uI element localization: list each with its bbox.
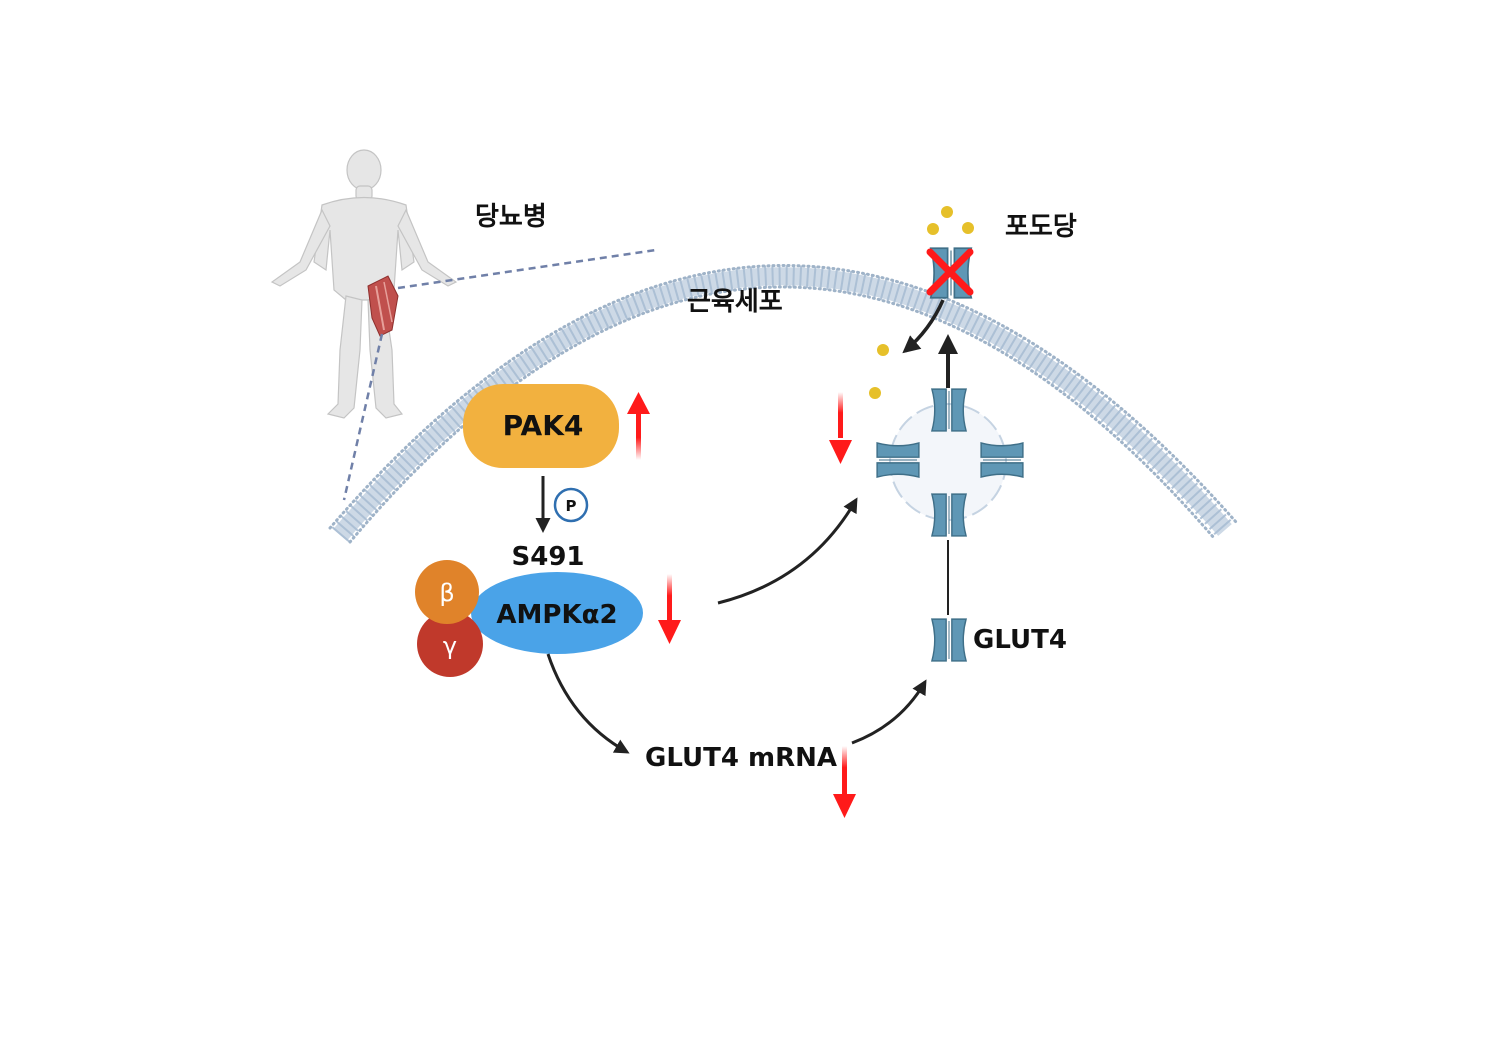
phosphate-badge: P <box>553 487 589 523</box>
muscle-cell-label: 근육세포 <box>687 287 783 317</box>
blocked-x-icon <box>926 248 974 296</box>
beta-label: β <box>439 579 454 607</box>
mrna-to-glut4-arrow <box>851 679 927 745</box>
gamma-label: γ <box>443 632 457 660</box>
ampk-label: AMPKα2 <box>496 600 617 630</box>
s491-site-label: S491 <box>512 542 585 572</box>
glucose-molecule-icon <box>869 206 974 399</box>
diabetes-label: 당뇨병 <box>475 202 547 232</box>
glucose-label: 포도당 <box>1005 212 1077 242</box>
gamma-subunit <box>417 611 483 677</box>
ampk-to-mrna-arrow <box>546 653 630 754</box>
svg-text:P: P <box>566 497 577 515</box>
glut4-label: GLUT4 <box>973 625 1067 655</box>
cell-membrane <box>328 264 1238 544</box>
ampk-down-arrow <box>658 574 681 644</box>
leg-muscle-icon <box>367 275 399 337</box>
mrna-down-arrow <box>833 746 856 818</box>
glut4-vesicle-down-arrow <box>829 392 852 464</box>
glucose-entry-arrow <box>902 299 945 354</box>
zoom-lines <box>342 248 657 501</box>
glut4-mrna-label: GLUT4 mRNA <box>645 743 837 773</box>
ampk-alpha2-node <box>471 572 643 654</box>
pak4-up-arrow <box>627 392 650 460</box>
ampk-to-vesicle-arrow <box>717 497 858 605</box>
beta-subunit <box>415 560 479 624</box>
pak4-node <box>463 384 619 468</box>
pak4-label: PAK4 <box>503 409 584 442</box>
glut4-vesicle <box>876 388 1024 537</box>
glut4-transporter-icon <box>931 618 967 662</box>
